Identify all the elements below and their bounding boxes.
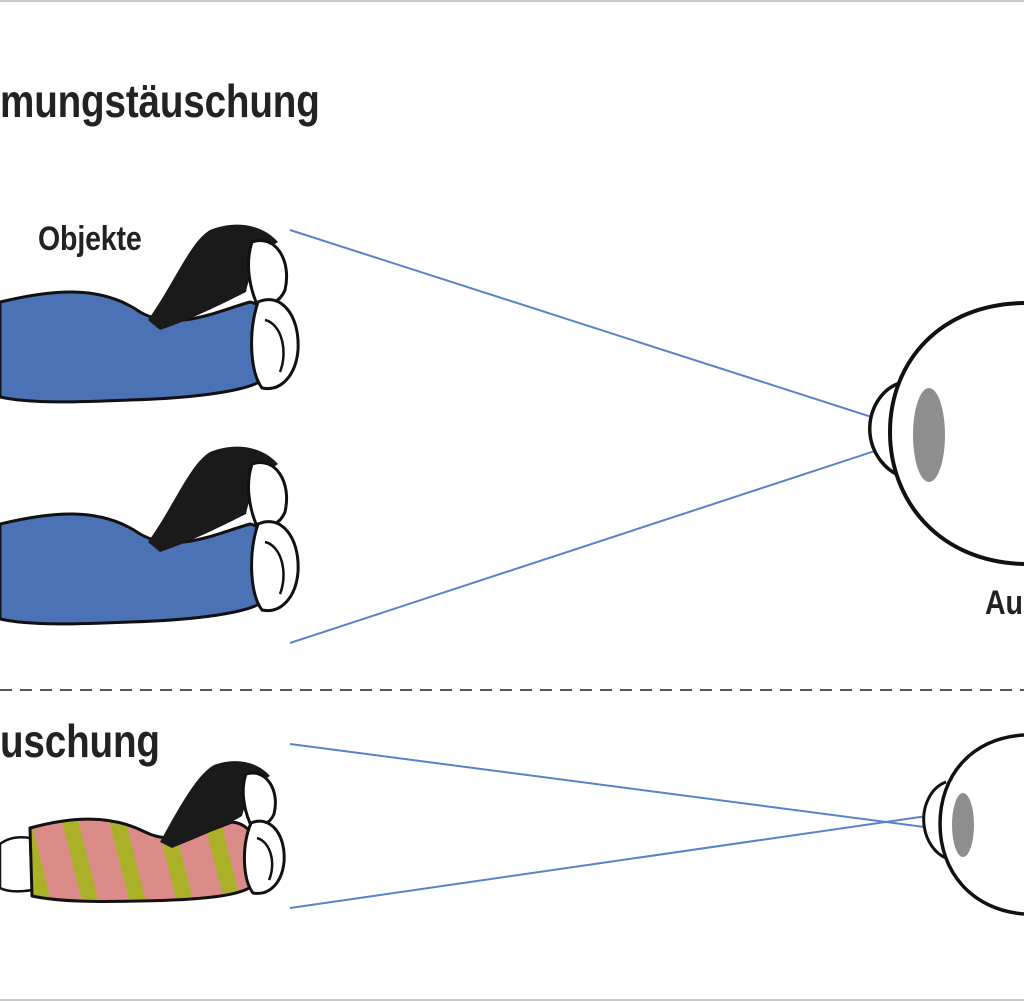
lying-person-icon bbox=[0, 446, 300, 626]
light-rays-bottom bbox=[289, 743, 1024, 909]
bottom-heading: uschung bbox=[0, 715, 160, 767]
eye-label: Au bbox=[985, 584, 1023, 622]
lying-person-icon bbox=[0, 224, 300, 404]
eye-cross-section-icon bbox=[868, 301, 1024, 566]
top-heading: mungstäuschung bbox=[0, 75, 320, 127]
objects-label: Objekte bbox=[38, 220, 142, 258]
lying-person-icon bbox=[0, 761, 286, 903]
eye-cross-section-icon bbox=[922, 733, 1024, 916]
